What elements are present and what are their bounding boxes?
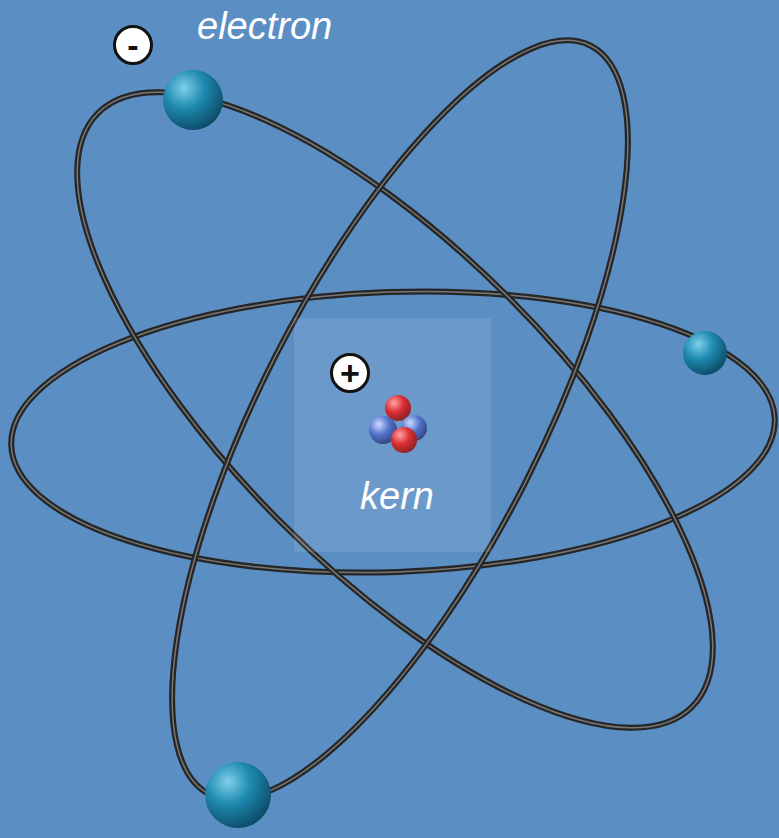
- electron-sphere: [163, 70, 727, 828]
- part-name: electron: [197, 6, 332, 48]
- charge-sign: -: [113, 25, 153, 65]
- nucleus-box: + kern: [294, 318, 491, 552]
- charge-sign: +: [330, 353, 370, 393]
- part-name: kern: [360, 476, 434, 518]
